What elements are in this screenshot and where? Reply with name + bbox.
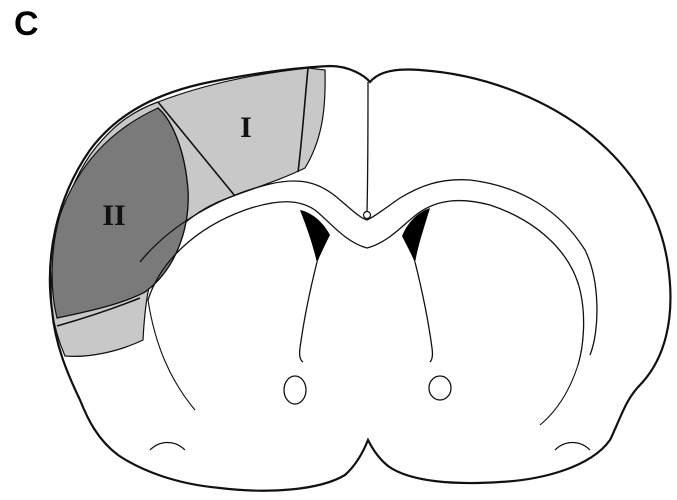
left-lateral-curve bbox=[148, 300, 195, 410]
right-lateral-curve bbox=[540, 365, 578, 425]
left-striatum-line bbox=[300, 262, 317, 362]
right-striatum-line bbox=[415, 262, 432, 362]
midline-node bbox=[364, 212, 371, 219]
region-ii-label: II bbox=[102, 199, 125, 232]
left-basal-arc bbox=[150, 443, 185, 451]
left-ventricle bbox=[300, 210, 330, 263]
left-anterior-commissure bbox=[284, 376, 306, 404]
right-basal-arc bbox=[555, 443, 590, 451]
region-i-label: I bbox=[240, 111, 252, 144]
right-anterior-commissure bbox=[429, 376, 451, 400]
midline bbox=[367, 82, 368, 212]
corpus-callosum-lower bbox=[148, 201, 584, 365]
right-ventricle bbox=[402, 208, 430, 263]
